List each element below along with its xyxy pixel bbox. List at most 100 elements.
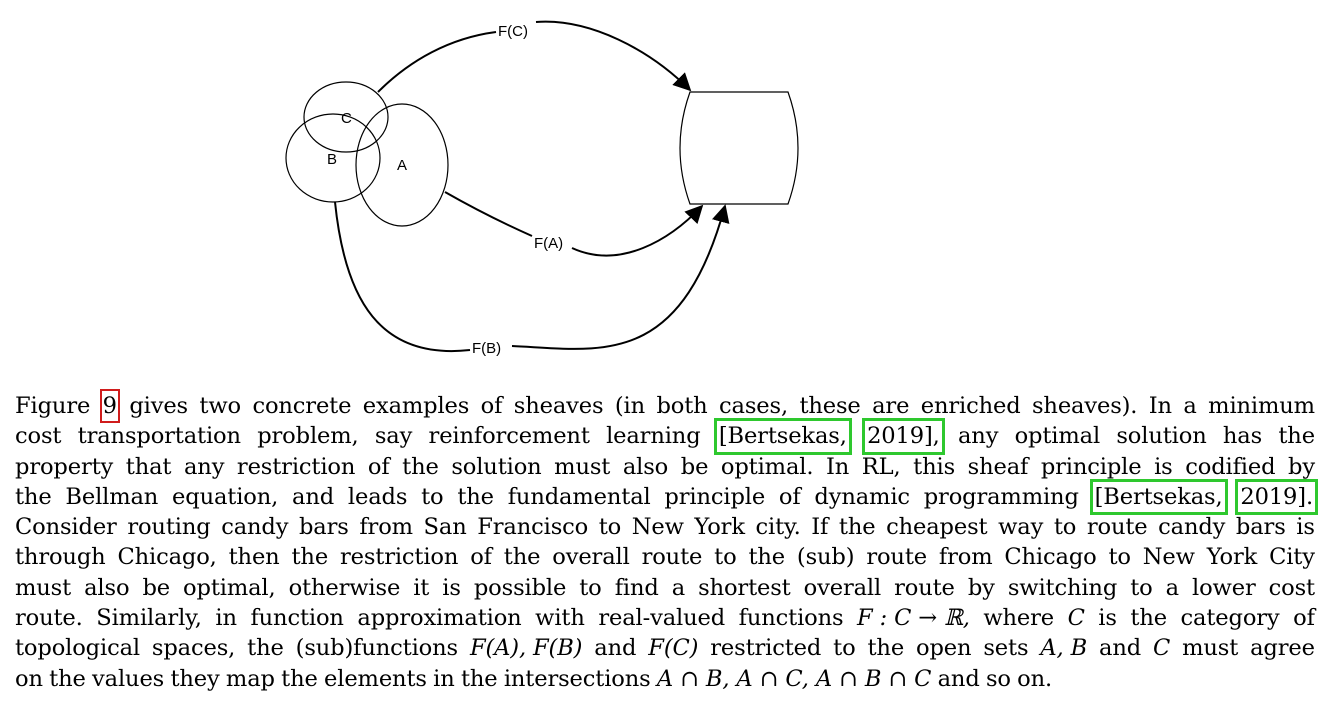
paragraph-word: is	[1296, 514, 1315, 541]
paragraph-word: optimal	[1014, 423, 1101, 450]
paragraph-word: York	[1206, 544, 1258, 571]
paragraph-word: problem,	[257, 423, 359, 450]
paragraph-word: a	[1165, 574, 1179, 601]
paragraph-word: these	[799, 393, 861, 419]
paragraph-word: values	[92, 665, 165, 692]
paragraph-word: minimum	[1208, 393, 1315, 419]
sheaf-figure: C B A F(C) F(A) F(B)	[285, 20, 799, 357]
citation-link[interactable]: 2019],	[862, 418, 945, 455]
paragraph-word: in	[215, 605, 237, 632]
paragraph-word: bars	[298, 514, 349, 541]
paragraph-word: they	[170, 665, 220, 692]
paragraph-word: sheaf	[967, 453, 1029, 480]
paragraph-word: must	[15, 574, 72, 601]
paragraph-word: any	[183, 453, 225, 480]
paragraph-word: to	[1108, 544, 1132, 571]
paragraph-word: cheapest	[886, 514, 988, 541]
paragraph-word: in	[433, 665, 455, 692]
paragraph-word: transportation	[77, 423, 241, 450]
citation-link[interactable]: 2019].	[1235, 478, 1318, 516]
arrow-fb	[334, 202, 725, 353]
paragraph-word: from	[938, 544, 993, 571]
paragraph-word: (in	[614, 393, 646, 419]
paragraph-word: real-valued	[598, 605, 726, 632]
paragraph-word: enriched	[920, 393, 1021, 419]
open-set-b-ellipse	[285, 113, 381, 203]
paragraph-word: principle	[664, 483, 766, 510]
paragraph-word: overall	[552, 544, 630, 571]
paragraph-word: and	[937, 665, 980, 692]
paragraph-word: this	[913, 453, 956, 480]
paragraph-word: of	[480, 393, 503, 419]
math-expression: C	[1153, 635, 1171, 662]
citation-link[interactable]: [Bertsekas,	[1089, 478, 1228, 516]
math-expression: F(A), F(B)	[469, 635, 583, 662]
math-expression: A ∩ B, A ∩ C, A ∩ B ∩ C	[656, 665, 932, 692]
paragraph-word: the	[503, 544, 541, 571]
paragraph-word: (sub)functions	[295, 635, 458, 662]
paragraph-word: a	[671, 574, 686, 601]
paragraph-word: be	[680, 453, 709, 480]
paragraph-word: dynamic	[814, 483, 910, 510]
paragraph-word: of	[367, 453, 390, 480]
paragraph-word: to	[421, 483, 444, 510]
paragraph-word: Francisco	[477, 514, 589, 541]
paragraph-word: San	[423, 514, 467, 541]
arrow-fc	[377, 20, 690, 92]
paragraph-word: Bellman	[65, 483, 159, 510]
paragraph-word: city.	[755, 514, 801, 541]
paragraph-word: RL,	[861, 453, 901, 480]
paragraph-word: the	[460, 665, 498, 692]
target-object-shape	[679, 91, 799, 205]
paragraph-word: the	[838, 514, 876, 541]
arrow-fb-label: F(B)	[472, 340, 501, 357]
paragraph-word: approximation	[357, 605, 522, 632]
paragraph-word: it	[413, 574, 430, 601]
paragraph-word: open	[916, 635, 972, 662]
paragraph-word: the	[867, 635, 905, 662]
paragraph-word: (sub)	[796, 544, 855, 571]
paragraph-word: examples	[362, 393, 470, 419]
paragraph-word: is	[1154, 453, 1173, 480]
paragraph-word: to	[714, 544, 737, 571]
paragraph-word: that	[125, 453, 172, 480]
paragraph-word: City	[1269, 544, 1315, 571]
paragraph-word: concrete	[252, 393, 352, 419]
paragraph-word: property	[15, 453, 114, 480]
paragraph-word: also	[622, 453, 669, 480]
paragraph-word: sets	[983, 635, 1029, 662]
paragraph-word: gives	[129, 393, 188, 419]
paragraph-word: must	[554, 453, 611, 480]
citation-link[interactable]: [Bertsekas,	[713, 418, 852, 455]
figure-ref-link[interactable]: 9	[99, 388, 120, 424]
paragraph-word: route	[1086, 514, 1148, 541]
paragraph-word: and	[292, 483, 335, 510]
set-a-label: A	[397, 157, 407, 174]
paragraph-word: If	[811, 514, 829, 541]
paragraph-word: Similarly,	[96, 605, 202, 632]
paragraph-word: two	[199, 393, 241, 419]
paragraph-word: so	[985, 665, 1011, 692]
paragraph-word: where	[983, 605, 1054, 632]
paragraph-word: the	[281, 665, 318, 692]
paragraph-word: shortest	[698, 574, 791, 601]
paragraph-word: to	[1130, 574, 1153, 601]
paragraph-word: restriction	[236, 453, 356, 480]
paragraph-word: the	[457, 483, 494, 510]
paragraph-word: lower	[1192, 574, 1256, 601]
paragraph-word: a	[1183, 393, 1197, 419]
paragraph-word: and	[1099, 635, 1142, 662]
paragraph-word: both	[656, 393, 708, 419]
paragraph-word: of	[778, 483, 801, 510]
paragraph-word: equation,	[172, 483, 279, 510]
paragraph-word: category	[1180, 605, 1280, 632]
paragraph-word: solution	[451, 453, 542, 480]
open-set-c-ellipse	[303, 81, 389, 153]
paragraph-word: candy	[1158, 514, 1226, 541]
paragraph-word: with	[535, 605, 585, 632]
